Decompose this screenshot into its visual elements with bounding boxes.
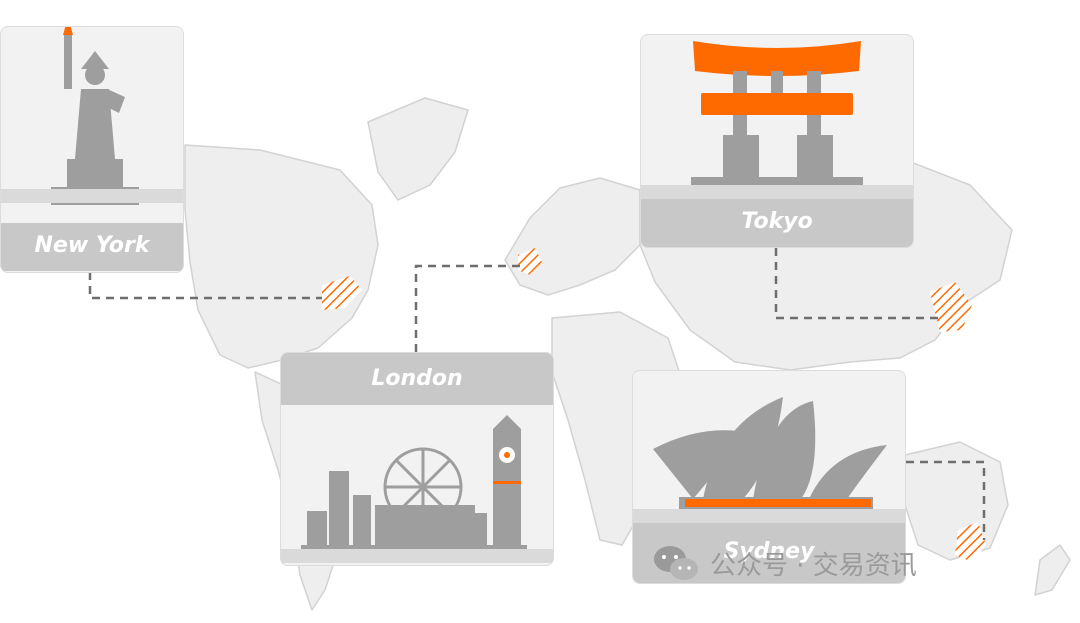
new-york-label-band: New York	[1, 223, 183, 271]
london-ledge	[281, 549, 553, 563]
tokyo-highlight	[930, 282, 972, 332]
new-york-label: New York	[34, 233, 150, 258]
sydney-connector	[906, 460, 986, 540]
london-skyline-icon	[301, 415, 527, 553]
london-highlight	[518, 248, 542, 275]
watermark: 公众号 · 交易资讯	[652, 540, 917, 586]
new-york-ledge	[1, 189, 183, 203]
tokyo-card: Tokyo	[640, 34, 914, 248]
sydney-label: Sydney	[723, 539, 815, 564]
greenland-landmass	[367, 97, 469, 201]
north-america-landmass	[184, 144, 379, 369]
watermark-text: 公众号 · 交易资讯	[710, 550, 917, 581]
london-card: London	[280, 352, 554, 566]
london-eye-icon	[383, 447, 463, 527]
tokyo-ledge	[641, 185, 913, 199]
new-york-card: New York	[0, 26, 184, 273]
tokyo-label-band: Tokyo	[641, 199, 913, 247]
london-label-band: London	[281, 353, 553, 405]
australia-landmass	[904, 441, 1009, 561]
sydney-ledge	[633, 509, 905, 523]
sydney-opera-house-icon	[653, 397, 887, 509]
wechat-icon	[654, 546, 698, 580]
tokyo-connector	[774, 248, 940, 320]
tokyo-label: Tokyo	[741, 209, 813, 234]
torii-gate-icon	[691, 41, 863, 185]
sydney-card: Sydney	[632, 370, 906, 584]
sydney-highlight	[955, 522, 986, 562]
london-connector	[414, 264, 520, 352]
europe-landmass	[504, 177, 641, 296]
torch-flame-icon	[63, 27, 73, 35]
new-zealand-landmass	[1034, 544, 1071, 596]
new-york-highlight	[322, 276, 362, 310]
london-label: London	[371, 366, 463, 391]
